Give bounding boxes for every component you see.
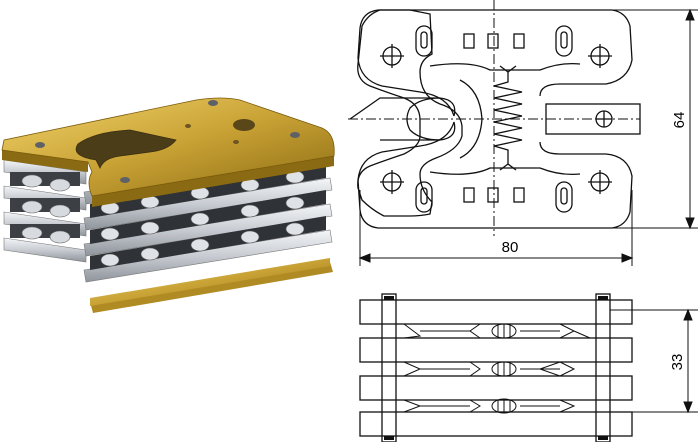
width-dimension <box>358 190 634 266</box>
oblong-holes <box>415 25 573 213</box>
bolt-holes <box>380 44 612 194</box>
lower-finger-outline <box>357 121 633 229</box>
upper-finger-outline <box>357 9 633 117</box>
stack-height-dimension <box>610 308 698 414</box>
height-label: 64 <box>671 112 688 129</box>
assembly-photo <box>1 97 335 313</box>
plan-outline <box>357 9 463 217</box>
contact-patterns <box>403 323 591 414</box>
height-dimension <box>600 8 698 230</box>
left-finger-stack <box>3 159 87 263</box>
plan-view <box>348 0 641 236</box>
spring <box>493 72 523 164</box>
top-view-drawing <box>357 9 463 217</box>
width-label: 80 <box>502 239 519 256</box>
shaft <box>545 103 641 135</box>
side-view-drawing <box>359 293 633 442</box>
stack-height-label: 33 <box>669 354 686 371</box>
top-brass-plate <box>1 97 335 207</box>
small-slots <box>463 33 525 203</box>
